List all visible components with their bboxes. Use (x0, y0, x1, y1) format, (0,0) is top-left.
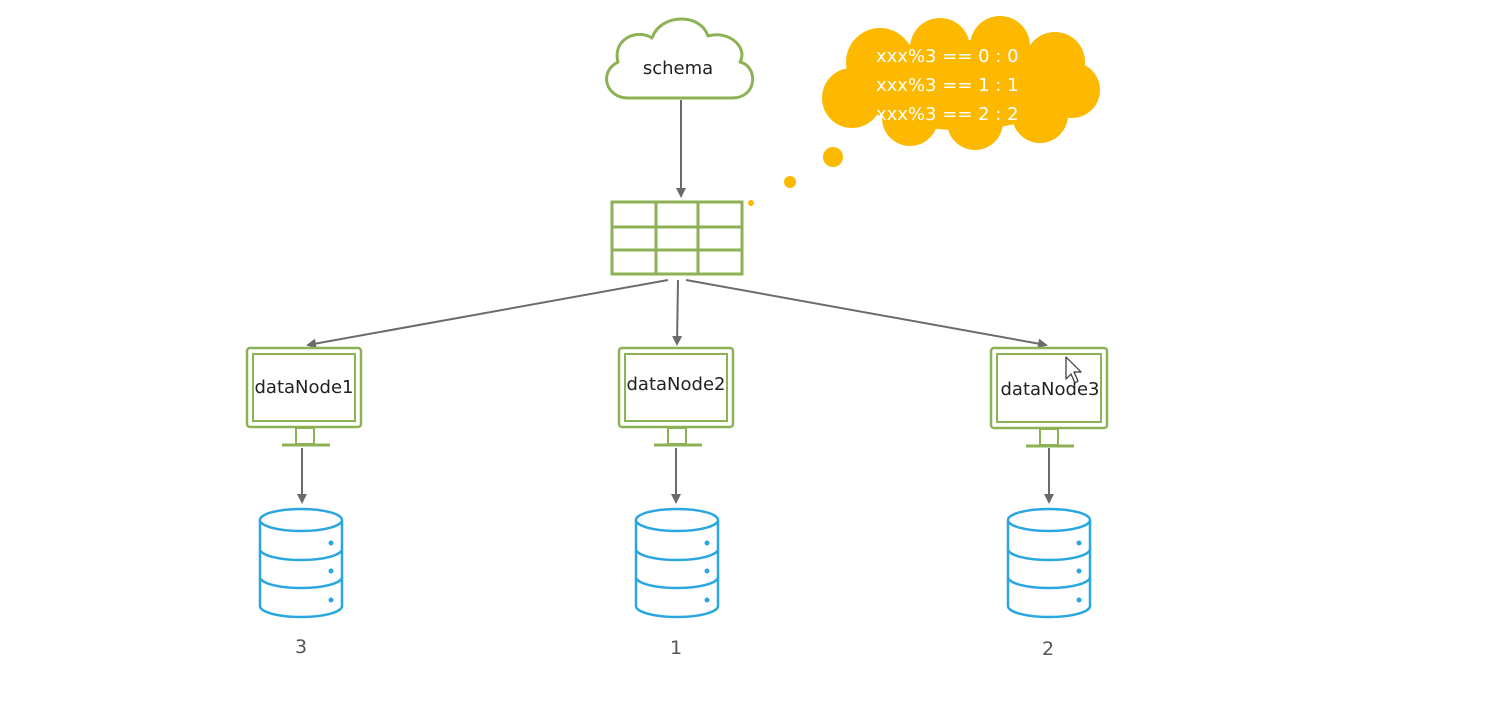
schema-cloud-icon: schema (605, 17, 755, 100)
mouse-cursor-icon (1065, 356, 1082, 384)
table-grid-icon (610, 200, 744, 276)
database3-icon (1006, 507, 1092, 619)
thought-line-3: xxx%3 == 2 : 2 (876, 104, 1019, 125)
datanode2-monitor-icon: dataNode2 (617, 346, 735, 447)
thought-dot-medium (784, 176, 796, 188)
arrow-table-to-node1 (306, 279, 669, 349)
thought-dot-large (823, 147, 843, 167)
thought-bubble: xxx%3 == 0 : 0 xxx%3 == 1 : 1 xxx%3 == 2… (748, 16, 1100, 206)
schema-label: schema (643, 58, 713, 79)
datanode3-label: dataNode3 (1001, 379, 1100, 400)
database1-label: 3 (295, 636, 307, 658)
database3-label: 2 (1042, 638, 1054, 660)
datanode1-label: dataNode1 (255, 377, 354, 398)
thought-line-2: xxx%3 == 1 : 1 (876, 75, 1019, 96)
datanode1-monitor-icon: dataNode1 (245, 346, 363, 447)
datanode3-monitor-icon: dataNode3 (989, 346, 1109, 448)
thought-line-1: xxx%3 == 0 : 0 (876, 46, 1019, 67)
arrow-table-to-node3 (685, 279, 1048, 349)
database2-icon (634, 507, 720, 619)
arrow-table-to-node2 (672, 279, 683, 346)
database1-icon (258, 507, 344, 619)
thought-dot-small (748, 200, 754, 206)
database2-label: 1 (670, 637, 682, 659)
datanode2-label: dataNode2 (627, 374, 726, 395)
